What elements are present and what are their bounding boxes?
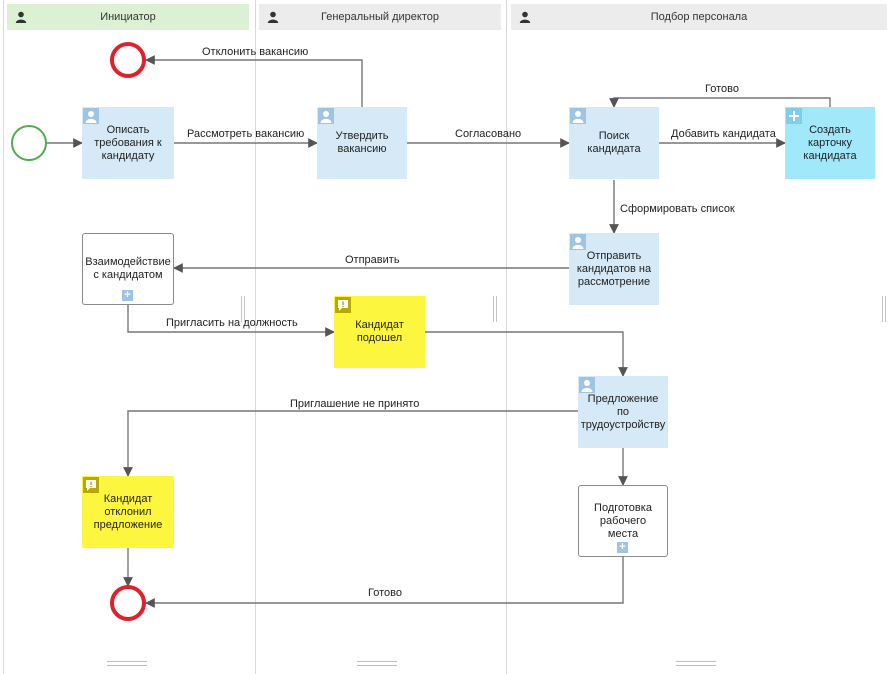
lane-bottom-grip[interactable] [676, 661, 716, 662]
edge-ready-top[interactable] [609, 97, 831, 108]
task-job-offer[interactable]: Предложение по трудоустройству [578, 376, 668, 448]
lane-title: Подбор персонала [650, 11, 748, 23]
task-send-candidates[interactable]: Отправить кандидатов на рассмотрение [569, 233, 659, 305]
lane-bottom-grip[interactable] [357, 665, 397, 666]
user-icon [519, 11, 531, 23]
user-task-icon [570, 234, 586, 250]
message-icon [83, 477, 99, 493]
lane-resize-grip[interactable] [885, 296, 886, 322]
end-event-final[interactable] [110, 585, 146, 621]
task-label: Создать карточку кандидата [803, 123, 857, 162]
edge-label-invite: Пригласить на должность [166, 317, 298, 329]
edge-invite[interactable] [127, 305, 335, 337]
lane-divider [255, 0, 256, 674]
task-approve-vacancy[interactable]: Утвердить вакансию [317, 107, 407, 179]
lane-resize-grip[interactable] [493, 296, 494, 322]
expand-plus-icon[interactable]: + [122, 290, 133, 301]
edge-label-add-candidate: Добавить кандидата [671, 128, 776, 140]
edge-label-review: Рассмотреть вакансию [187, 128, 305, 140]
edge-ready-bottom[interactable] [145, 557, 624, 608]
user-icon [15, 11, 27, 23]
edge-label-reject: Отклонить вакансию [202, 46, 309, 58]
task-label: Кандидат отклонил предложение [93, 492, 163, 531]
task-label: Предложение по трудоустройству [580, 392, 666, 431]
subprocess-prepare-workplace[interactable]: Подготовка рабочего места + [578, 485, 668, 557]
edge-label-agreed: Согласовано [455, 128, 522, 140]
lane-resize-grip[interactable] [882, 296, 883, 322]
edge-label-ready-top: Готово [705, 83, 739, 95]
edge-reject[interactable] [145, 55, 363, 107]
user-task-icon [579, 377, 595, 393]
task-label: Утвердить вакансию [335, 130, 389, 155]
task-create-candidate-card[interactable]: Создать карточку кандидата [785, 107, 875, 179]
task-label: Описать требования к кандидату [94, 123, 162, 162]
edge-not-accepted[interactable] [123, 410, 578, 477]
expand-plus-icon[interactable]: + [617, 542, 628, 553]
user-task-icon [83, 108, 99, 124]
start-event[interactable] [11, 125, 47, 161]
lane-bottom-grip[interactable] [357, 661, 397, 662]
lane-header-initiator[interactable]: Инициатор [7, 4, 249, 30]
lane-title: Генеральный директор [321, 11, 439, 23]
task-candidate-suitable[interactable]: Кандидат подошел [334, 296, 425, 368]
task-candidate-declined[interactable]: Кандидат отклонил предложение [82, 476, 174, 548]
lane-header-director[interactable]: Генеральный директор [259, 4, 501, 30]
lane-resize-grip[interactable] [244, 296, 245, 322]
end-event-reject[interactable] [110, 42, 146, 78]
lane-resize-grip[interactable] [496, 296, 497, 322]
task-label: Кандидат подошел [355, 319, 404, 344]
edge-label-not-accepted: Приглашение не принято [290, 398, 420, 410]
add-icon [786, 108, 802, 124]
edge-label-form-list: Сформировать список [620, 203, 735, 215]
message-icon [335, 297, 351, 313]
edge-suitable-to-offer[interactable] [425, 331, 628, 377]
user-task-icon [570, 108, 586, 124]
lane-header-recruiting[interactable]: Подбор персонала [511, 4, 887, 30]
lane-bottom-grip[interactable] [107, 665, 147, 666]
edge-label-ready-bottom: Готово [368, 587, 402, 599]
subprocess-interact-candidate[interactable]: Взаимодействие с кандидатом + [82, 233, 174, 305]
task-search-candidate[interactable]: Поиск кандидата [569, 107, 659, 179]
user-icon [267, 11, 279, 23]
task-label: Взаимодействие с кандидатом [85, 256, 171, 281]
edge-label-send: Отправить [345, 254, 400, 266]
task-label: Подготовка рабочего места [594, 501, 652, 540]
task-label: Отправить кандидатов на рассмотрение [576, 249, 652, 288]
task-label: Поиск кандидата [587, 130, 641, 155]
lane-divider [506, 0, 507, 674]
task-describe-requirements[interactable]: Описать требования к кандидату [82, 107, 174, 179]
lane-resize-grip[interactable] [241, 296, 242, 322]
lane-bottom-grip[interactable] [107, 661, 147, 662]
lane-divider [3, 0, 4, 674]
user-task-icon [318, 108, 334, 124]
lane-title: Инициатор [100, 11, 156, 23]
lane-bottom-grip[interactable] [676, 665, 716, 666]
